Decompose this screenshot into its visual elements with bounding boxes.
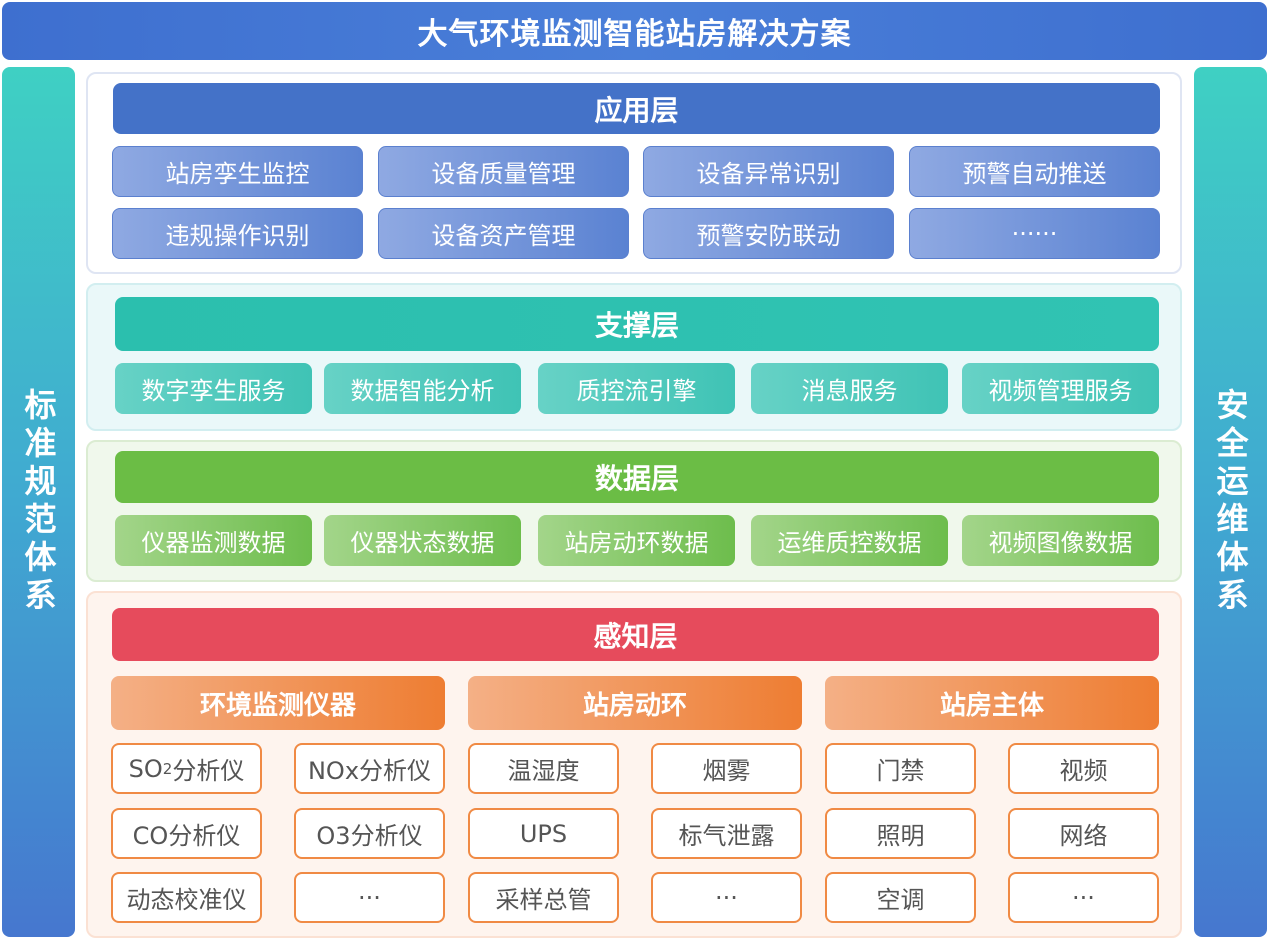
perception-item: 网络 bbox=[1008, 808, 1159, 859]
application-layer-title: 应用层 bbox=[113, 83, 1160, 134]
perception-layer-title: 感知层 bbox=[112, 608, 1159, 661]
application-layer-panel: 应用层 站房孪生监控 设备质量管理 设备异常识别 预警自动推送 违规操作识别 设… bbox=[86, 72, 1182, 274]
support-item: 质控流引擎 bbox=[538, 363, 735, 414]
perception-item: UPS bbox=[468, 808, 619, 859]
application-item: 预警安防联动 bbox=[643, 208, 894, 259]
perception-category-station-power-env: 站房动环 bbox=[468, 676, 802, 730]
data-item: 视频图像数据 bbox=[962, 515, 1159, 566]
perception-item-so2-suffix: 分析仪 bbox=[172, 757, 245, 785]
perception-item: 温湿度 bbox=[468, 743, 619, 794]
perception-item: 烟雾 bbox=[651, 743, 802, 794]
perception-category-station-body: 站房主体 bbox=[825, 676, 1159, 730]
support-item: 消息服务 bbox=[751, 363, 948, 414]
perception-item-so2-subscript: 2 bbox=[162, 759, 173, 778]
support-layer-panel: 支撑层 数字孪生服务 数据智能分析 质控流引擎 消息服务 视频管理服务 bbox=[86, 283, 1182, 431]
support-item: 数据智能分析 bbox=[324, 363, 521, 414]
data-layer-title: 数据层 bbox=[115, 451, 1159, 503]
security-ops-system-bar: 安全运维体系 bbox=[1194, 67, 1267, 937]
perception-category-env-instruments: 环境监测仪器 bbox=[111, 676, 445, 730]
perception-item: 采样总管 bbox=[468, 872, 619, 923]
perception-item-more: ··· bbox=[294, 872, 445, 923]
perception-item: CO分析仪 bbox=[111, 808, 262, 859]
data-layer-panel: 数据层 仪器监测数据 仪器状态数据 站房动环数据 运维质控数据 视频图像数据 bbox=[86, 440, 1182, 582]
application-item-more: ······ bbox=[909, 208, 1160, 259]
support-layer-title: 支撑层 bbox=[115, 297, 1159, 351]
application-item: 违规操作识别 bbox=[112, 208, 363, 259]
perception-item: 视频 bbox=[1008, 743, 1159, 794]
perception-item-more: ··· bbox=[651, 872, 802, 923]
perception-item: 空调 bbox=[825, 872, 976, 923]
data-item: 站房动环数据 bbox=[538, 515, 735, 566]
application-item: 设备资产管理 bbox=[378, 208, 629, 259]
application-item: 设备质量管理 bbox=[378, 146, 629, 197]
perception-item: 照明 bbox=[825, 808, 976, 859]
application-item: 预警自动推送 bbox=[909, 146, 1160, 197]
perception-item-so2-prefix: SO bbox=[128, 754, 163, 783]
page-title: 大气环境监测智能站房解决方案 bbox=[2, 2, 1267, 60]
application-item: 设备异常识别 bbox=[643, 146, 894, 197]
data-item: 仪器监测数据 bbox=[115, 515, 312, 566]
security-ops-system-label: 安全运维体系 bbox=[1211, 388, 1250, 616]
perception-item: 标气泄露 bbox=[651, 808, 802, 859]
perception-item: O3分析仪 bbox=[294, 808, 445, 859]
perception-item: 门禁 bbox=[825, 743, 976, 794]
data-item: 运维质控数据 bbox=[751, 515, 948, 566]
perception-item: 动态校准仪 bbox=[111, 872, 262, 923]
data-item: 仪器状态数据 bbox=[324, 515, 521, 566]
standards-system-label: 标准规范体系 bbox=[19, 388, 58, 616]
standards-system-bar: 标准规范体系 bbox=[2, 67, 75, 937]
support-item: 数字孪生服务 bbox=[115, 363, 312, 414]
perception-item: NOx分析仪 bbox=[294, 743, 445, 794]
application-item: 站房孪生监控 bbox=[112, 146, 363, 197]
support-item: 视频管理服务 bbox=[962, 363, 1159, 414]
perception-item-more: ··· bbox=[1008, 872, 1159, 923]
